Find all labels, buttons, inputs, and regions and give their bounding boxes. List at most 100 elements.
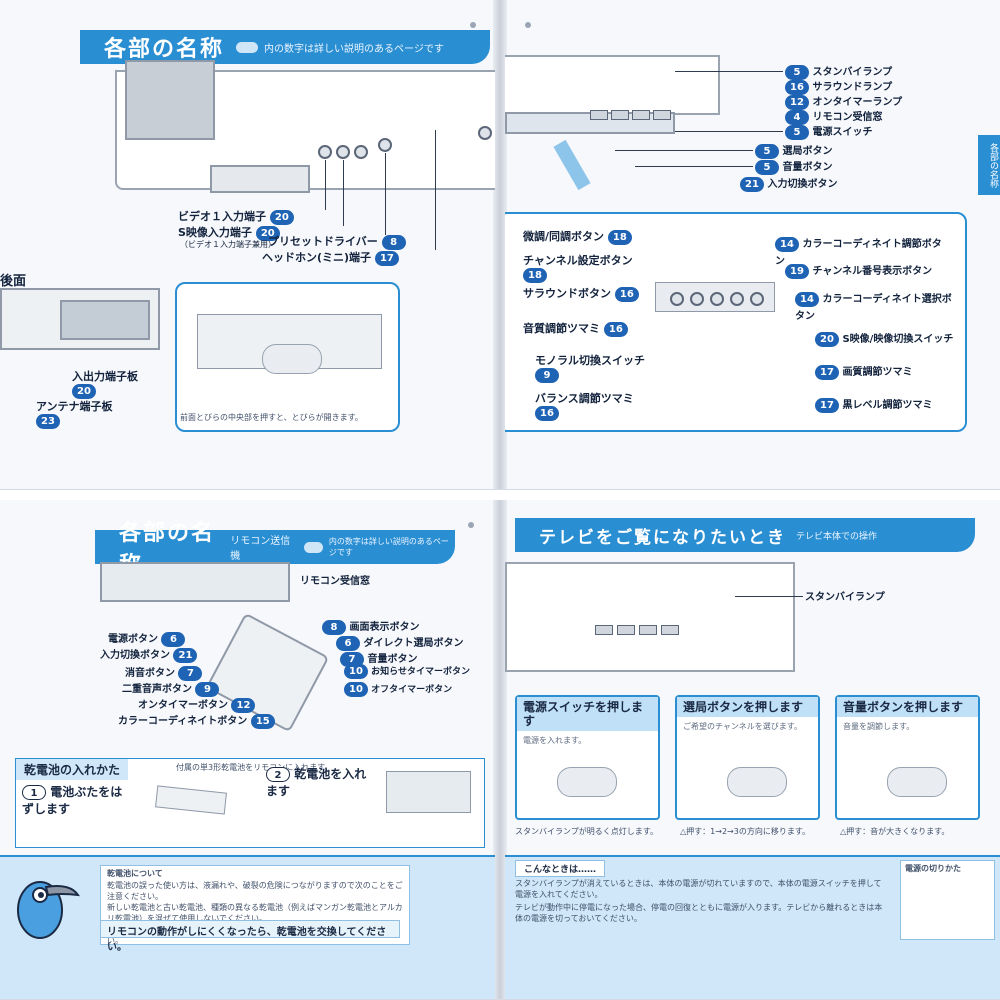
caution-title: 乾電池について	[107, 869, 163, 878]
button-shape	[661, 625, 679, 635]
label-svideo-switch: 20 S映像/映像切換スイッチ	[815, 330, 953, 347]
step-volume: 音量ボタンを押します 音量を調節します。	[835, 695, 980, 820]
button-shape	[617, 625, 635, 635]
right-page-title-sub: テレビ本体での操作	[796, 531, 878, 542]
label-remote-sensor: リモコン受信窓	[300, 576, 370, 587]
label-dual-audio-button: 二重音声ボタン 9	[122, 680, 220, 697]
label-ontimer-button: オンタイマーボタン 12	[138, 696, 256, 713]
leader-line	[675, 71, 783, 72]
label-standby-lamp: 5 スタンバイランプ	[785, 63, 892, 80]
button-shape	[639, 625, 657, 635]
label-notice-timer-button: 10 お知らせタイマーボタン	[344, 664, 484, 679]
caution-line-1: 乾電池の誤った使い方は、液漏れや、破裂の危険につながりますので次のことをご注意く…	[107, 881, 403, 901]
label-fine-tune: 微調/同調ボタン 18	[523, 228, 632, 245]
leader-line	[635, 166, 753, 167]
button-shape	[595, 625, 613, 635]
step-note-channel: △押す：1→2→3の方向に移ります。	[680, 827, 811, 836]
top-title-bar: 各部の名称 内の数字は詳しい説明のあるページです	[80, 30, 490, 64]
jack-icon	[378, 138, 392, 152]
tv-corner-sketch	[100, 562, 290, 602]
label-channel-setup: チャンネル設定ボタン 18	[523, 254, 633, 283]
label-input-select-button: 21 入力切換ボタン	[740, 175, 837, 192]
step-note-volume: △押す：音が大きくなります。	[840, 827, 950, 836]
right-page-title: テレビをご覧になりたいとき	[539, 527, 786, 548]
tv-right-sketch	[505, 55, 720, 115]
jack-icon	[318, 145, 332, 159]
door-figure	[175, 282, 400, 432]
rear-title: 後面	[0, 274, 27, 289]
control-panel-box	[505, 212, 967, 432]
binding-hole	[468, 522, 474, 528]
label-tone-knob: 音質調節ツマミ 16	[523, 320, 628, 337]
page-title-sub: リモコン送信機	[230, 536, 291, 562]
battery-compartment-sketch	[386, 771, 471, 813]
label-volume-button: 5 音量ボタン	[755, 158, 832, 175]
binding-hole	[525, 22, 531, 28]
top-left-page: 各部の名称 内の数字は詳しい説明のあるページです ビデオ１入力端子 20 S映像…	[0, 0, 495, 489]
label-preset-driver: プリセットドライバー 8	[268, 233, 406, 250]
battery-step1: 1 電池ぶたをはずします	[22, 785, 123, 816]
label-s-video-input: S映像入力端子 20	[178, 224, 280, 241]
side-tab: 各部の名称	[978, 135, 1000, 195]
battery-step2: 2 乾電池を入れます	[266, 767, 367, 798]
power-off-box: 電源の切りかた	[900, 860, 995, 940]
step-power-head: 電源スイッチを押します	[517, 697, 658, 731]
binding-hole	[470, 22, 476, 28]
hand-icon	[557, 767, 617, 797]
label-power-button: 電源ボタン 6	[108, 630, 186, 647]
label-video1-input: ビデオ１入力端子 20	[178, 208, 294, 225]
bottom-left-title-bar: 各部の名称 リモコン送信機 内の数字は詳しい説明のあるページです	[95, 521, 455, 578]
knob-icon	[690, 292, 704, 306]
battery-section: 乾電池の入れかた 付属の単3形乾電池をリモコンに入れます。 1 電池ぶたをはずし…	[15, 758, 485, 848]
label-channel-display: 19 チャンネル番号表示ボタン	[785, 262, 932, 279]
bottom-right-page: テレビをご覧になりたいとき テレビ本体での操作 スタンバイランプ 電源スイッチを…	[505, 500, 1000, 999]
label-color-adjust: 14 カラーコーディネイト調節ボタン	[775, 236, 942, 267]
label-channel-button: 5 選局ボタン	[755, 142, 832, 159]
tips-line-1: スタンバイランプが消えているときは、本体の電源が切れていますので、本体の電源スイ…	[515, 879, 882, 899]
jack-icon	[336, 145, 350, 159]
label-balance-knob: バランス調節ツマミ 16	[535, 392, 634, 421]
battery-title: 乾電池の入れかた	[16, 759, 129, 780]
caution-line-2: 新しい乾電池と古い乾電池、種類の異なる乾電池（例えばマンガン乾電池とアルカリ乾電…	[107, 903, 403, 923]
note-pill-icon	[236, 41, 259, 53]
leader-line	[325, 160, 326, 210]
tips-line-2: テレビが動作中に停電になった場合、停電の回復とともに電源が入ります。テレビから離…	[515, 903, 883, 923]
label-mono-switch: モノラル切換スイッチ 9	[535, 354, 645, 383]
leader-line	[615, 150, 753, 151]
label-direct-channel-button: 6 ダイレクト選局ボタン	[336, 634, 463, 651]
label-color-select: 14 カラーコーディネイト選択ボタン	[795, 291, 952, 322]
label-power-switch: 5 電源スイッチ	[785, 123, 872, 140]
label-off-timer-button: 10 オフタイマーボタン	[344, 682, 452, 697]
button-shape	[590, 110, 608, 120]
knob-icon	[750, 292, 764, 306]
step-channel-head: 選局ボタンを押します	[677, 697, 818, 717]
jack-icon	[478, 126, 492, 140]
knob-icon	[710, 292, 724, 306]
button-shape	[632, 110, 650, 120]
power-off-title: 電源の切りかた	[905, 864, 961, 873]
button-shape	[653, 110, 671, 120]
hand-icon	[887, 767, 947, 797]
knob-icon	[730, 292, 744, 306]
bottom-left-page: 各部の名称 リモコン送信機 内の数字は詳しい説明のあるページです リモコン受信窓…	[0, 500, 495, 999]
caution-line-4: リモコンの動作がしにくくなったら、乾電池を交換してください。	[100, 920, 400, 953]
step-note-power: スタンバイランプが明るく点灯します。	[515, 827, 658, 836]
button-shape	[611, 110, 629, 120]
note-pill-icon	[303, 541, 323, 553]
tv-front-sketch	[505, 562, 795, 672]
label-black-level-knob: 17 黒レベル調節ツマミ	[815, 396, 932, 413]
label-mute-button: 消音ボタン 7	[125, 664, 203, 681]
top-right-page: 5 スタンバイランプ 16 サラウンドランプ 12 オンタイマーランプ 4 リモ…	[505, 0, 1000, 489]
jack-icon	[354, 145, 368, 159]
leader-line	[343, 160, 344, 226]
door-caption: 前面とびらの中央部を押すと、とびらが開きます。	[180, 413, 363, 422]
page-title: 各部の名称	[104, 37, 225, 62]
tv-base-sketch	[210, 165, 310, 193]
remote-back-sketch	[155, 785, 227, 815]
blue-arrow-icon	[553, 139, 591, 191]
step-power: 電源スイッチを押します 電源を入れます。	[515, 695, 660, 820]
leader-line	[435, 130, 436, 250]
step-volume-head: 音量ボタンを押します	[837, 697, 978, 717]
label-surround-button: サラウンドボタン 16	[523, 285, 639, 302]
